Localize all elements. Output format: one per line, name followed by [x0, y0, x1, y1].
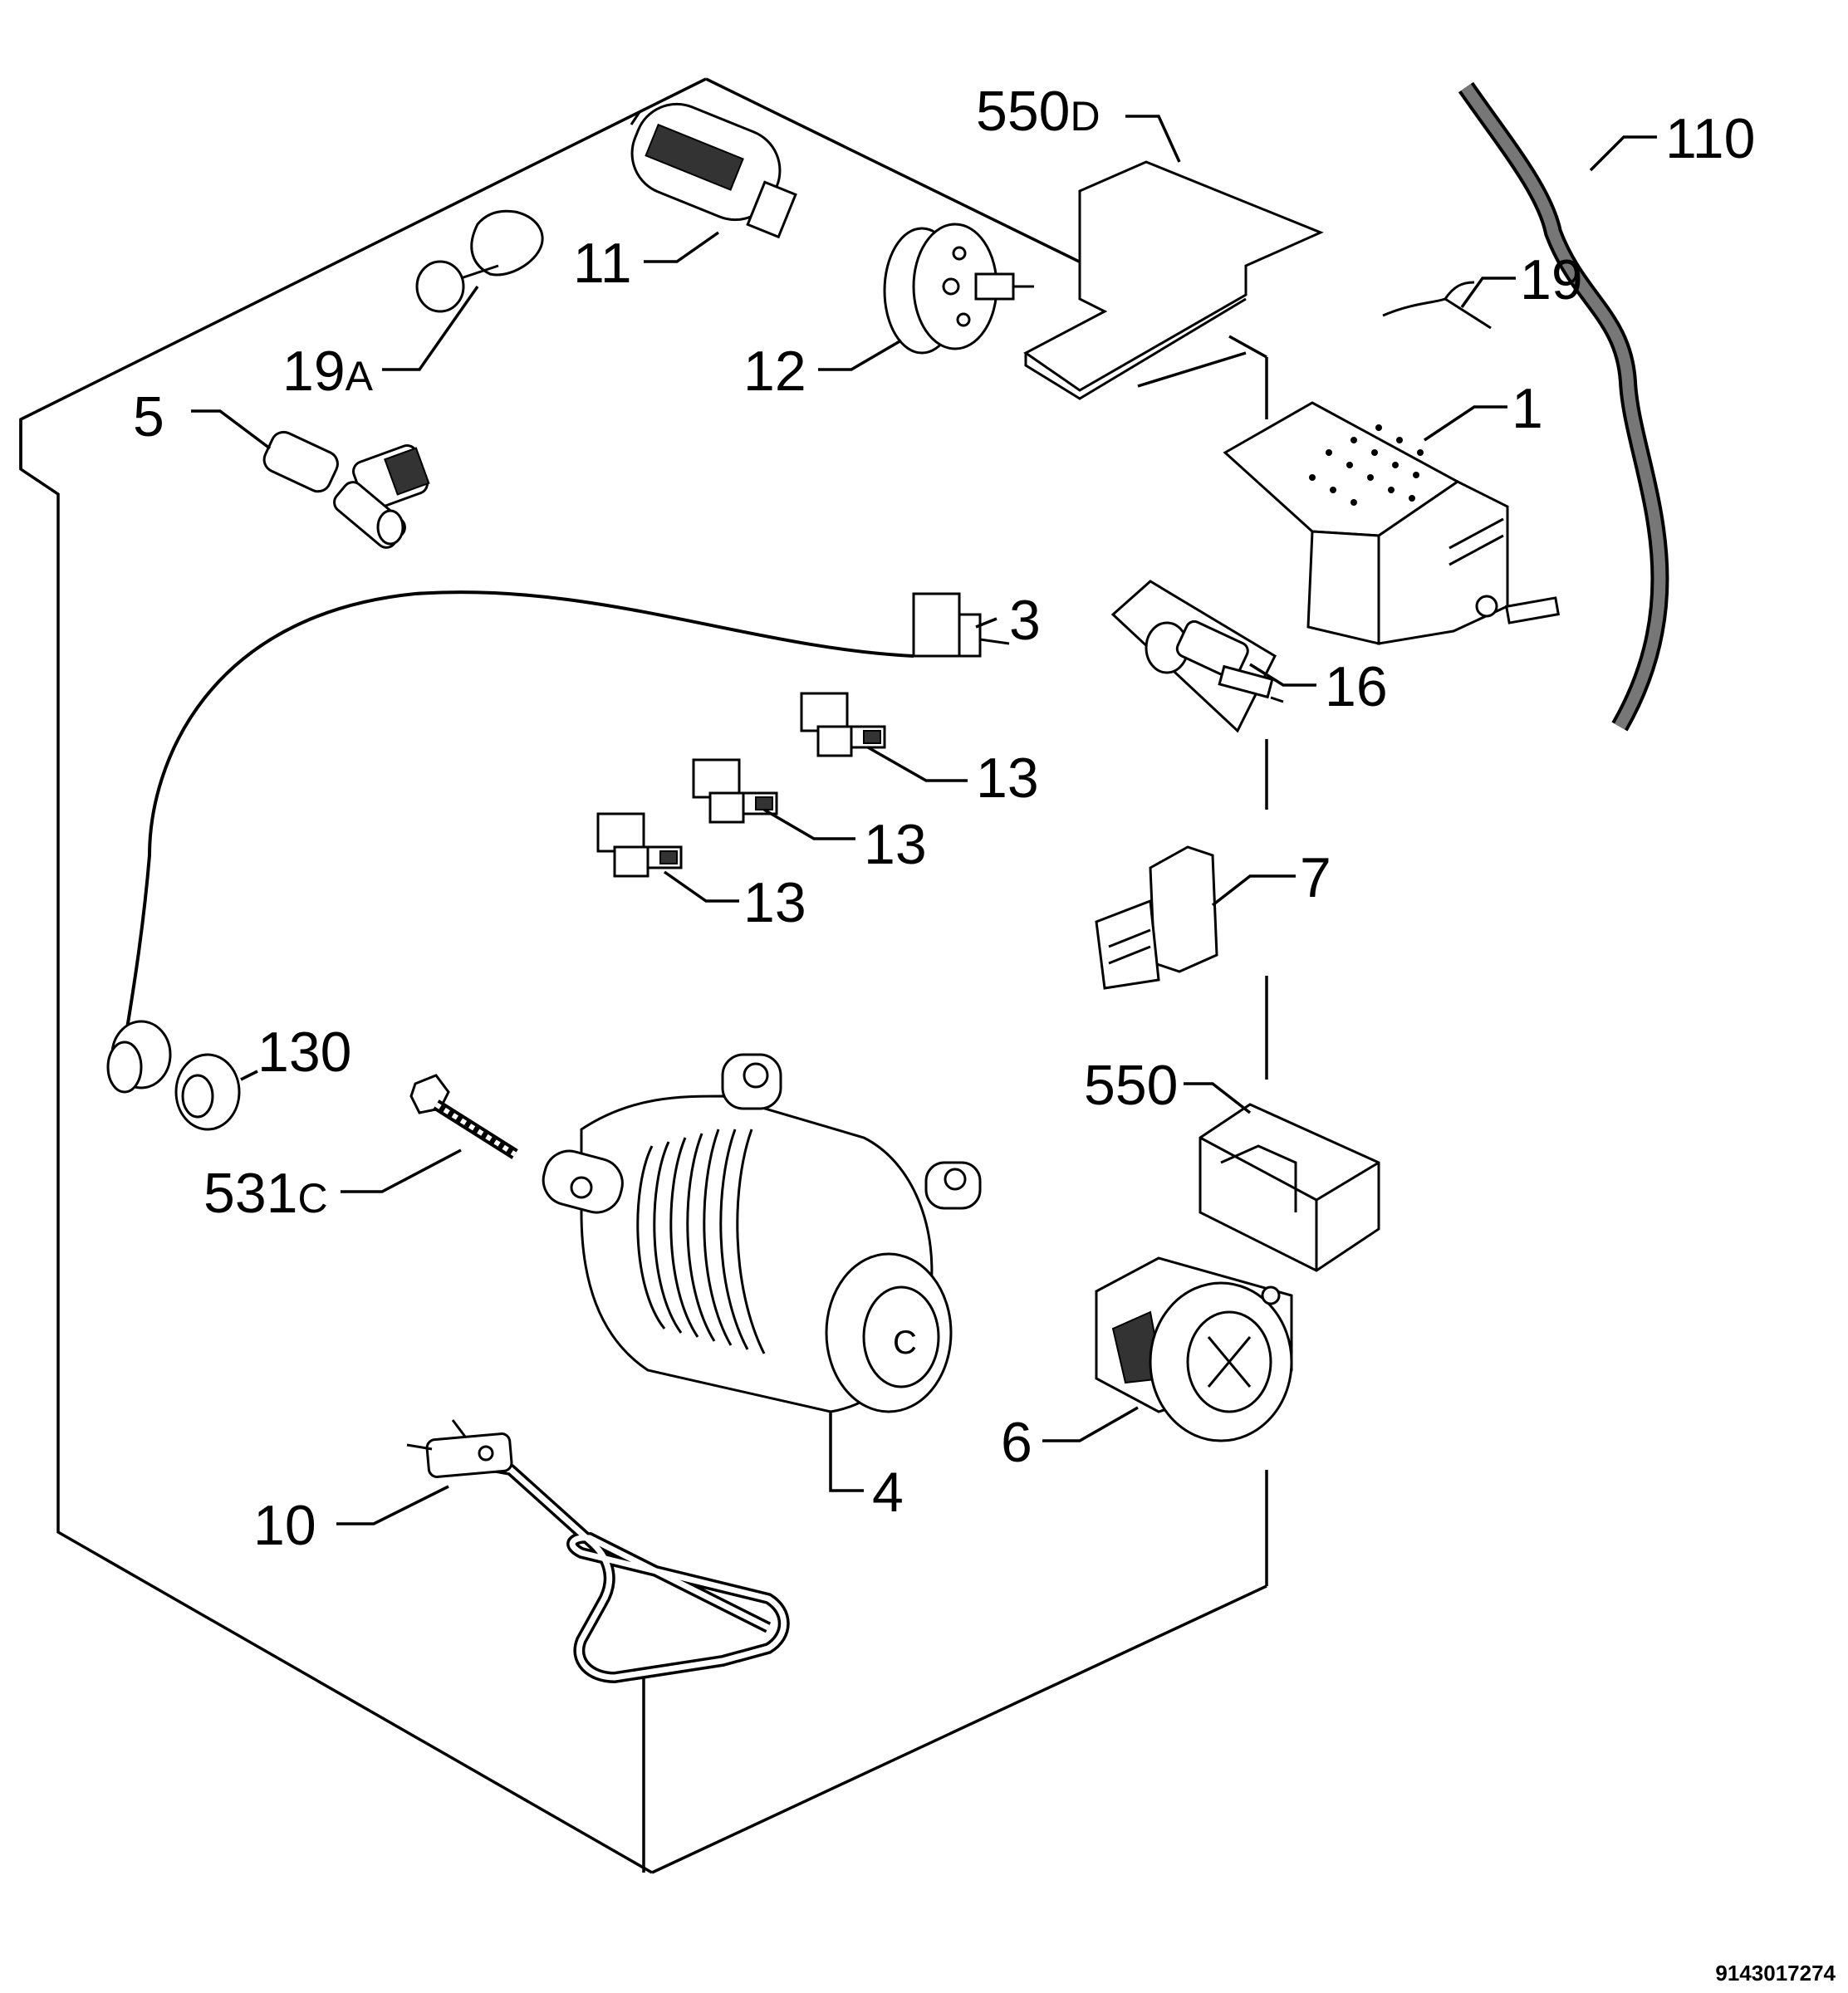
part-13-connector-3: [596, 812, 683, 878]
callout-3: 3: [1009, 589, 1041, 652]
callout-7: 7: [1300, 846, 1331, 909]
callout-11: 11: [573, 232, 632, 295]
callout-10: 10: [253, 1494, 316, 1557]
part-110-hose: [1458, 81, 1669, 732]
part-6-door-lock: [1095, 1256, 1293, 1442]
callout-5: 5: [133, 385, 164, 448]
callout-1: 1: [1512, 377, 1543, 440]
leader-lines: [191, 115, 1657, 1525]
callout-130: 130: [257, 1021, 351, 1084]
part-7-suppressor: [1095, 845, 1218, 990]
part-16-switch: [1110, 580, 1284, 733]
svg-text:C: C: [893, 1325, 917, 1361]
callout-13-c: 13: [743, 871, 806, 934]
callout-19a: 19A: [282, 340, 374, 403]
callout-13-a: 13: [976, 747, 1039, 810]
callout-labels: 550D 110 11 19 19A 12 5 1 3 16 13 13 13 …: [133, 80, 1755, 1557]
part-12-pressure-switch: [883, 223, 1034, 355]
part-19-clip: [1382, 281, 1492, 330]
part-3-sensor: [123, 590, 1010, 1047]
part-550-housing: [1199, 1103, 1380, 1272]
part-13-connector-2: [692, 758, 778, 824]
callout-110: 110: [1665, 107, 1755, 170]
part-11-capacitor: [630, 102, 797, 239]
part-5-solenoid-valve: [262, 430, 430, 549]
cabinet-outline: [19, 77, 1268, 1874]
callout-531c: 531C: [203, 1162, 328, 1225]
part-1-programmer-timer: [1223, 401, 1561, 645]
part-13-connector-1: [800, 692, 886, 757]
callout-6: 6: [1001, 1411, 1032, 1474]
callout-4: 4: [872, 1461, 904, 1524]
callout-13-b: 13: [864, 813, 927, 876]
part-550d-cover-plate: [1023, 160, 1324, 400]
callout-550: 550: [1084, 1054, 1178, 1117]
document-number: 9143017274: [1715, 1961, 1836, 1986]
part-4-motor: C: [542, 1053, 982, 1413]
part-130-grommet: [106, 1020, 241, 1131]
callout-16: 16: [1325, 655, 1388, 718]
callout-550d: 550D: [976, 80, 1100, 143]
part-531c-screw: [409, 1074, 518, 1159]
part-19a-connector: [415, 209, 544, 313]
callout-12: 12: [743, 340, 806, 403]
callout-19: 19: [1520, 248, 1583, 311]
part-10-heating-element: [406, 1419, 790, 1684]
